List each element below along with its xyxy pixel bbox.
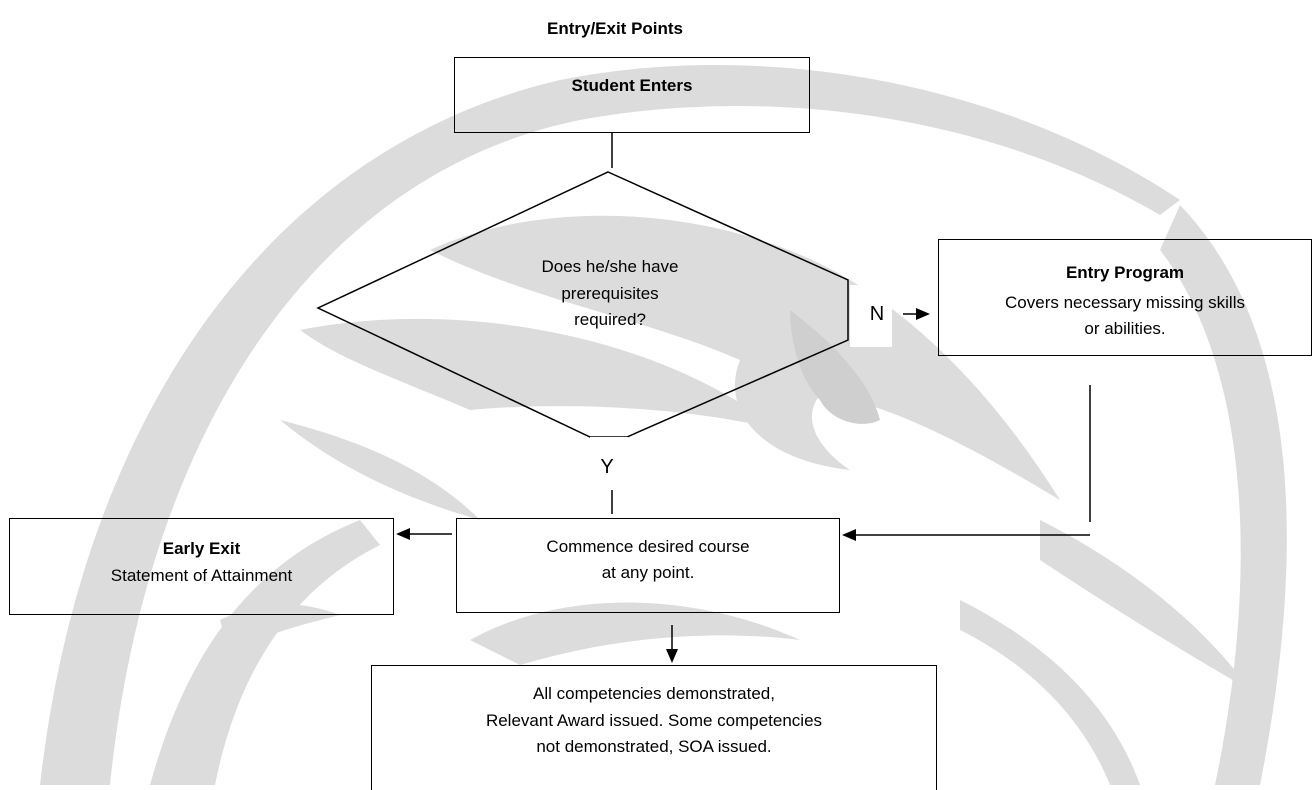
commence-line-1: Commence desired course xyxy=(546,537,750,556)
entry-program-line-1: Covers necessary missing skills xyxy=(1005,293,1245,312)
early-exit-line-1: Statement of Attainment xyxy=(110,566,293,585)
entry-program-line-2: or abilities. xyxy=(1084,319,1166,338)
outcome-line-1: All competencies demonstrated, xyxy=(533,684,775,703)
arrowhead-to-outcome xyxy=(666,649,678,663)
outcome-line-2: Relevant Award issued. Some competencies xyxy=(485,711,823,730)
decision-text-line-1: Does he/she have xyxy=(541,257,679,276)
connectors xyxy=(410,133,1091,651)
page-title: Entry/Exit Points xyxy=(546,19,684,38)
commence-box xyxy=(456,518,840,613)
start-label: Student Enters xyxy=(571,76,693,95)
watermark-logo xyxy=(40,65,1287,785)
arrowhead-to-entry-program xyxy=(916,308,930,320)
early-exit-title: Early Exit xyxy=(162,539,241,558)
start-box xyxy=(454,57,810,133)
arrowhead-to-commence xyxy=(842,529,856,541)
early-exit-box xyxy=(9,518,394,615)
decision-text-line-3: required? xyxy=(574,310,646,329)
edge-label-yes: Y xyxy=(600,456,614,478)
arrowhead-to-early-exit xyxy=(396,528,410,540)
decision-text-line-2: prerequisites xyxy=(561,284,659,303)
outcome-line-3: not demonstrated, SOA issued. xyxy=(536,737,772,756)
outcome-box xyxy=(371,665,937,790)
entry-program-title: Entry Program xyxy=(1065,263,1185,282)
arrowheads xyxy=(396,308,930,663)
commence-line-2: at any point. xyxy=(601,563,695,582)
edge-label-no: N xyxy=(869,303,885,325)
